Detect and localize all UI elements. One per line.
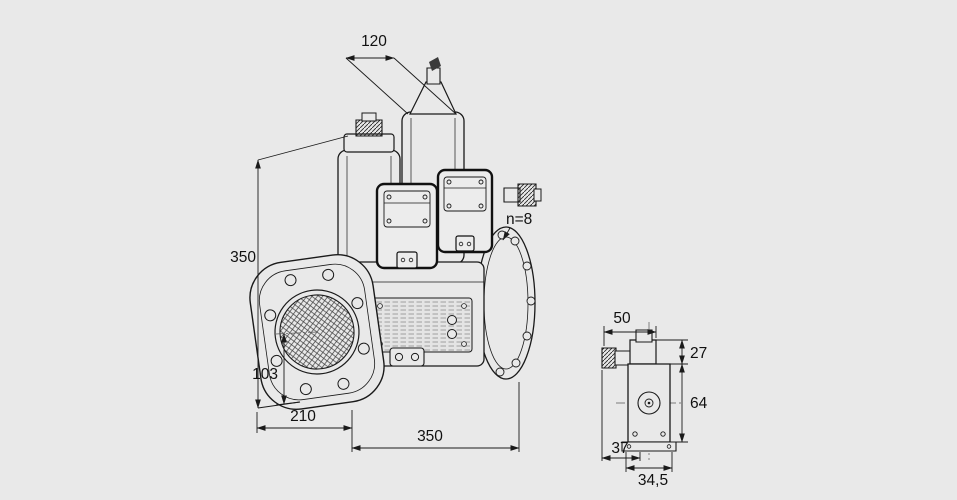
plug-knurl — [602, 348, 616, 368]
dim-210: 210 — [256, 408, 353, 433]
pilot-valve-side-view: 50 27 64 37 — [602, 310, 708, 489]
flange-right — [477, 227, 535, 379]
dim-label-120: 120 — [361, 33, 387, 50]
control-unit-right — [438, 170, 492, 252]
dim-350-length: 350 — [351, 382, 520, 452]
screw — [411, 353, 418, 360]
base-plate — [622, 442, 676, 451]
bolt-hole — [351, 297, 363, 309]
dim-120: 120 — [345, 33, 456, 114]
bolt-hole — [300, 383, 312, 395]
dim-label-34-5: 34,5 — [638, 472, 668, 489]
screw — [395, 353, 402, 360]
port-circle — [638, 392, 660, 414]
dim-label-210: 210 — [290, 408, 316, 425]
bolt-hole — [322, 269, 334, 281]
screw — [627, 445, 631, 449]
bolt-hole — [337, 378, 349, 390]
dim-37: 37 — [601, 370, 641, 461]
stem-tip — [429, 57, 441, 71]
bolt-hole — [512, 359, 520, 367]
dim-64: 64 — [670, 363, 708, 443]
bottom-bracket — [390, 348, 424, 366]
dim-label-350-height: 350 — [230, 249, 256, 266]
bolt-hole — [523, 332, 531, 340]
coil-housing — [630, 340, 656, 364]
type-label-plate — [372, 298, 472, 352]
dim-103: 103 — [252, 332, 317, 405]
valve-body — [352, 262, 484, 366]
bolt-hole — [511, 237, 519, 245]
screw — [661, 432, 665, 436]
dim-50: 50 — [603, 310, 657, 346]
cable-connector — [456, 236, 474, 251]
pressure-tap-fitting — [504, 184, 541, 206]
dim-label-37: 37 — [611, 440, 628, 457]
control-unit-left — [377, 184, 437, 268]
bolt-hole — [264, 309, 276, 321]
bolt-hole — [358, 342, 370, 354]
bolt-hole — [496, 368, 504, 376]
callout-n8: n=8 — [503, 211, 532, 241]
dim-label-103: 103 — [252, 366, 278, 383]
screw — [667, 445, 671, 449]
bolt-hole — [284, 274, 296, 286]
dim-label-350-length: 350 — [417, 428, 443, 445]
bolt-hole — [527, 297, 535, 305]
bolt-hole — [523, 262, 531, 270]
dim-34-5: 34,5 — [625, 452, 673, 489]
main-valve-view: 120 350 103 210 — [230, 33, 541, 452]
knurled-nut — [518, 184, 536, 206]
knurled-nut — [356, 120, 382, 136]
pilot-cone — [410, 82, 456, 114]
cable-connector — [397, 252, 417, 268]
dim-label-27: 27 — [690, 345, 707, 362]
dim-label-64: 64 — [690, 395, 708, 412]
dim-label-50: 50 — [613, 310, 631, 327]
dim-27: 27 — [656, 339, 707, 365]
screw — [633, 432, 637, 436]
coil-cap — [344, 134, 394, 152]
bolt-count-label: n=8 — [506, 211, 532, 228]
